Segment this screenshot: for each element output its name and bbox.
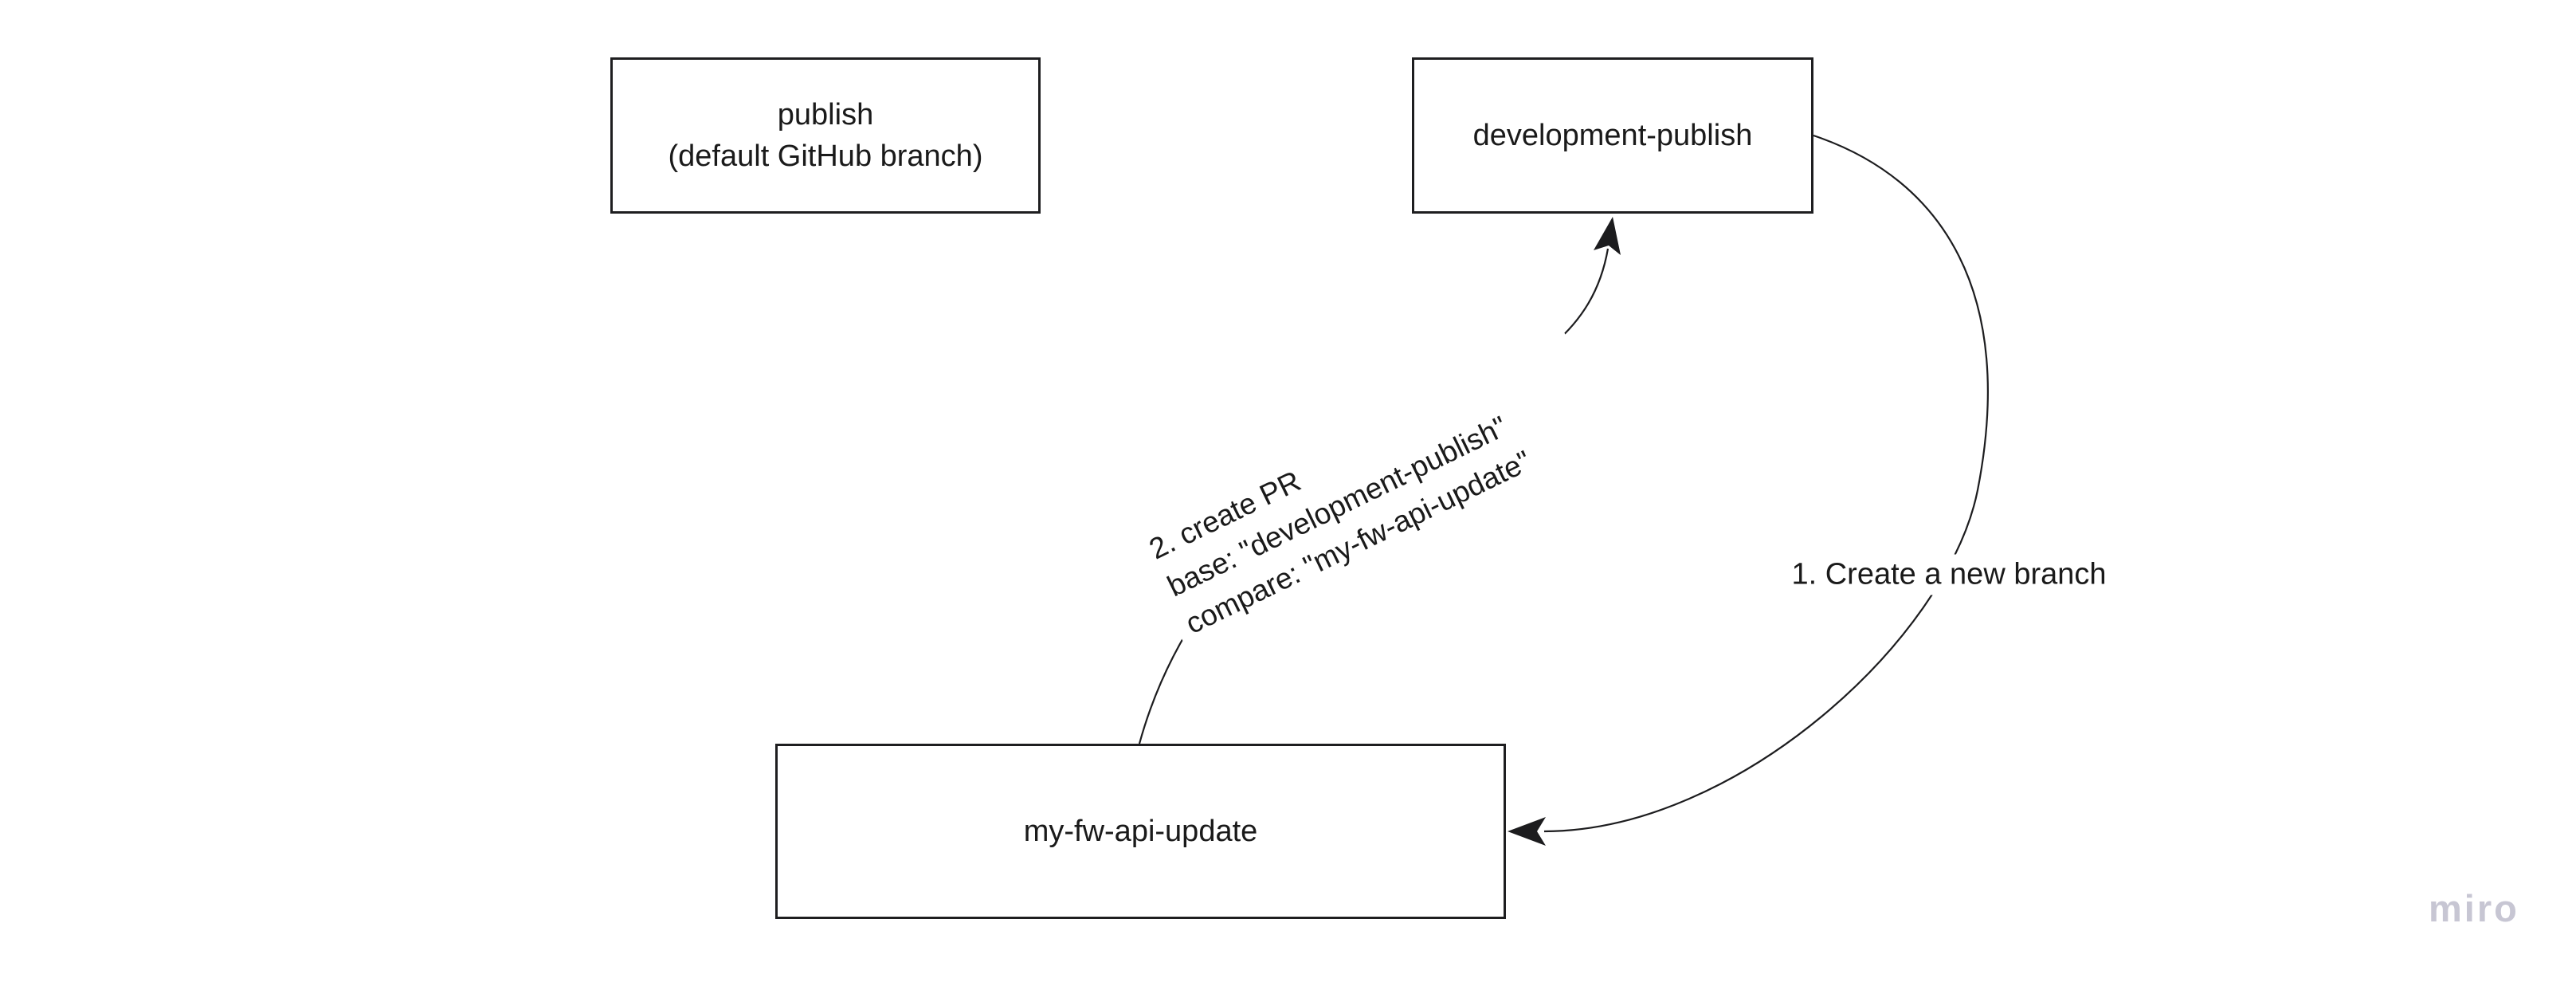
node-publish-label-line1: publish xyxy=(777,97,874,132)
node-publish[interactable]: publish (default GitHub branch) xyxy=(610,57,1041,214)
connector-label-create-branch[interactable]: 1. Create a new branch xyxy=(1782,554,2116,595)
arrowhead-icon xyxy=(1508,817,1546,846)
node-development-publish[interactable]: development-publish xyxy=(1412,57,1813,214)
miro-watermark-logo: miro xyxy=(2429,887,2519,929)
node-my-fw-api-update-label: my-fw-api-update xyxy=(1023,814,1258,848)
connector-create-branch[interactable] xyxy=(1543,134,1989,833)
arrowhead-icon xyxy=(1594,217,1621,255)
node-development-publish-label: development-publish xyxy=(1472,118,1753,152)
node-publish-label-line2: (default GitHub branch) xyxy=(668,139,983,173)
node-my-fw-api-update[interactable]: my-fw-api-update xyxy=(775,744,1506,919)
